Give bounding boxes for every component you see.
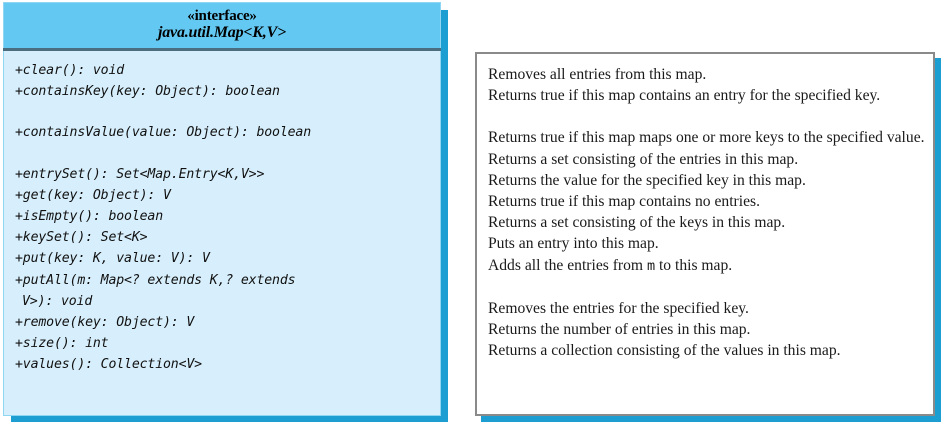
description-panel: Removes all entries from this map. Return… [475, 52, 935, 416]
description-line: Returns true if this map contains no ent… [488, 193, 760, 211]
uml-header-divider [3, 48, 441, 51]
uml-type-name: java.util.Map<K,V> [158, 23, 286, 41]
uml-method-line: +clear(): void [15, 63, 125, 78]
description-panel-shadow-right [935, 58, 941, 422]
uml-method-line: +isEmpty(): boolean [15, 209, 164, 225]
description-panel-shadow-bottom [481, 416, 941, 422]
uml-stereotype-label: «interface» [187, 8, 257, 25]
uml-method-line: +values(): Collection<V> [15, 357, 202, 373]
uml-method-line: V>): void [22, 293, 93, 309]
description-line: Returns true if this map maps one or mor… [488, 129, 925, 147]
uml-method-list: +clear(): void +containsKey(key: Object):… [3, 51, 441, 416]
uml-box-shadow-bottom [11, 416, 448, 422]
uml-box-shadow-right [441, 10, 448, 422]
uml-method-line: +put(key: K, value: V): V [15, 251, 210, 267]
uml-method-line: +containsKey(key: Object): boolean [15, 84, 280, 100]
description-line: Removes the entries for the specified ke… [488, 299, 749, 317]
description-line: Returns the value for the specified key … [488, 171, 806, 189]
uml-method-line: +remove(key: Object): V [15, 315, 195, 331]
description-line: Returns a collection consisting of the v… [488, 342, 841, 360]
description-line: Returns a set consisting of the entries … [488, 150, 799, 168]
uml-method-line: +get(key: Object): V [15, 187, 171, 203]
uml-method-line: +keySet(): Set<K> [15, 230, 148, 246]
uml-header: «interface» java.util.Map<K,V> [3, 2, 441, 48]
description-line: Puts an entry into this map. [488, 235, 659, 253]
description-line: Removes all entries from this map. [488, 66, 707, 83]
uml-method-line: +size(): int [15, 336, 109, 352]
description-line: Adds all the entries from m to this map. [488, 256, 733, 274]
uml-method-line: +entrySet(): Set<Map.Entry<K,V>> [15, 166, 265, 182]
mono-parameter-token: m [646, 257, 656, 274]
uml-method-line: +putAll(m: Map<? extends K,? extends [15, 272, 296, 288]
uml-interface-box: «interface» java.util.Map<K,V> +clear():… [3, 2, 448, 422]
description-line: Returns true if this map contains an ent… [488, 87, 881, 105]
uml-method-line: +containsValue(value: Object): boolean [15, 125, 312, 141]
description-line: Returns a set consisting of the keys in … [488, 214, 786, 232]
description-line: Returns the number of entries in this ma… [488, 321, 751, 339]
